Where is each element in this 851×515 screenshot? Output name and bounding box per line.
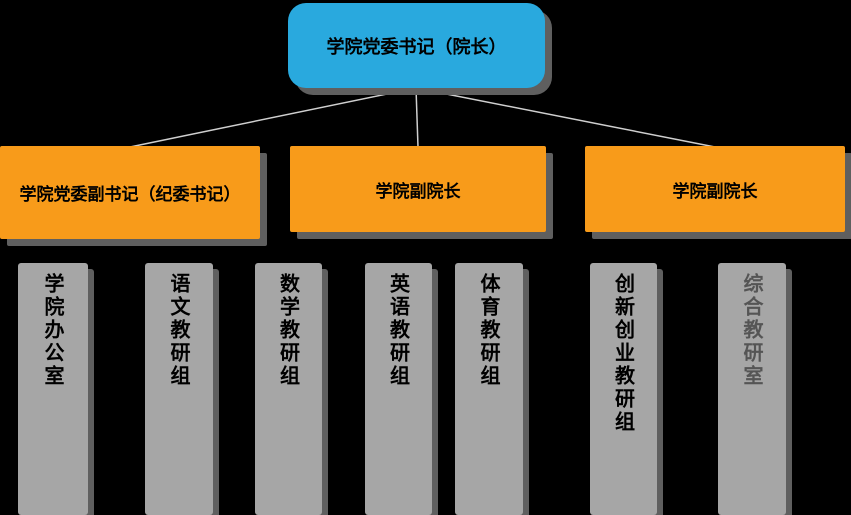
org-node-math-teaching-group-label: 数学教研组: [276, 273, 301, 388]
org-node-chinese-teaching-group: 语文教研组: [145, 263, 213, 515]
org-node-college-office-label: 学院办公室: [41, 273, 65, 388]
org-node-pe-teaching-group: 体育教研组: [455, 263, 523, 515]
org-node-pe-teaching-group-label: 体育教研组: [477, 273, 501, 388]
org-node-comprehensive-teaching-office-label: 综合教研室: [740, 273, 764, 388]
org-node-comprehensive-teaching-office: 综合教研室: [718, 263, 786, 515]
connector-root-to-deputy-secretary: [129, 87, 417, 148]
org-node-math-teaching-group: 数学教研组: [255, 263, 322, 515]
org-node-english-teaching-group: 英语教研组: [365, 263, 432, 515]
org-node-vice-president-2: 学院副院长: [585, 146, 845, 232]
org-node-innovation-teaching-group: 创新创业教研组: [590, 263, 657, 515]
org-node-chinese-teaching-group-label: 语文教研组: [167, 273, 191, 388]
org-node-english-teaching-group-label: 英语教研组: [386, 273, 411, 388]
org-node-vice-president-1: 学院副院长: [290, 146, 546, 232]
org-node-deputy-party-secretary-label: 学院党委副书记（纪委书记）: [19, 185, 241, 205]
connector-root-to-vice-president-2: [415, 87, 716, 148]
org-node-college-office: 学院办公室: [18, 263, 88, 515]
org-node-party-secretary-president-label: 学院党委书记（院长）: [326, 36, 507, 58]
org-node-deputy-party-secretary: 学院党委副书记（纪委书记）: [0, 146, 260, 239]
connector-root-to-vice-president-1: [415, 87, 419, 148]
org-node-vice-president-2-label: 学院副院长: [672, 181, 758, 202]
org-node-vice-president-1-label: 学院副院长: [375, 181, 461, 202]
org-node-innovation-teaching-group-label: 创新创业教研组: [611, 273, 636, 434]
org-node-party-secretary-president: 学院党委书记（院长）: [288, 3, 545, 88]
